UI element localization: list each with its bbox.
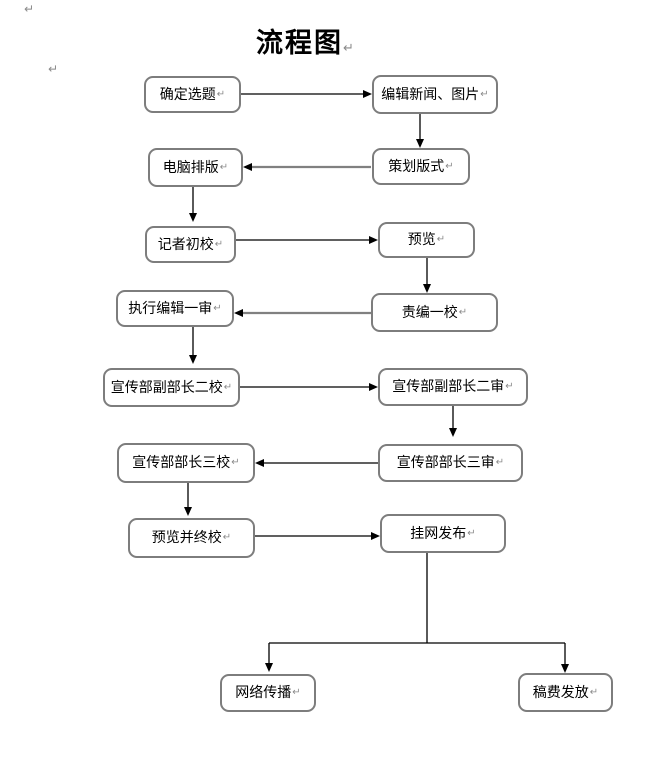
- arrowhead-deputy-proof-to-deputy-review: [369, 383, 378, 391]
- paragraph-mark-icon: ↵: [445, 160, 454, 172]
- flow-node-determine-topic: 确定选题↵: [144, 76, 241, 113]
- flow-node-deputy-director-second-proof: 宣传部副部长二校↵: [103, 368, 240, 407]
- arrowhead-director-review-to-director-proof: [255, 459, 264, 467]
- flow-node-executive-editor-first-review: 执行编辑一审↵: [116, 290, 234, 327]
- flow-node-label: 预览: [407, 232, 436, 248]
- paragraph-mark-icon: ↵: [495, 457, 505, 468]
- arrowhead-edit-to-plan: [416, 139, 424, 148]
- paragraph-mark-icon: ↵: [222, 532, 232, 543]
- paragraph-mark-icon: ↵: [505, 381, 514, 392]
- flow-node-edit-news-images: 编辑新闻、图片↵: [372, 75, 498, 114]
- paragraph-mark-icon: ↵: [292, 687, 301, 698]
- paragraph-mark-icon: ↵: [214, 238, 224, 250]
- flow-node-label: 执行编辑一审: [128, 300, 213, 317]
- paragraph-mark-icon: ↵: [436, 234, 446, 245]
- flow-node-label: 策划版式: [388, 158, 445, 175]
- flow-node-reporter-first-proof: 记者初校↵: [145, 226, 236, 263]
- arrowhead-split-to-network: [265, 663, 273, 672]
- arrowhead-chief-to-executive: [234, 309, 243, 317]
- flow-node-deputy-director-second-review: 宣传部副部长二审↵: [378, 368, 528, 406]
- paragraph-mark-top-left: ↵: [24, 2, 35, 16]
- flow-node-preview-final-proof: 预览并终校↵: [128, 518, 255, 558]
- paragraph-mark-icon: ↵: [343, 41, 354, 56]
- paragraph-mark-icon: ↵: [467, 527, 476, 539]
- arrowhead-determine-to-edit: [363, 90, 372, 98]
- flow-node-label: 确定选题: [159, 86, 216, 103]
- flow-node-plan-layout: 策划版式↵: [372, 148, 470, 185]
- flow-node-computer-typesetting: 电脑排版↵: [148, 148, 243, 187]
- flow-node-label: 网络传播: [235, 685, 292, 701]
- flow-node-chief-editor-first-proof: 责编一校↵: [371, 293, 498, 332]
- flow-node-network-spread: 网络传播↵: [220, 674, 316, 712]
- arrowhead-director-proof-to-final: [184, 507, 192, 516]
- paragraph-mark-icon: ↵: [231, 457, 240, 468]
- arrowhead-typeset-to-reporter: [189, 213, 197, 222]
- paragraph-mark-icon: ↵: [458, 306, 468, 318]
- flow-node-label: 宣传部副部长二审: [392, 379, 505, 395]
- paragraph-mark-icon: ↵: [219, 161, 229, 173]
- flow-node-label: 宣传部部长三校: [132, 455, 231, 471]
- flow-node-label: 编辑新闻、图片: [381, 86, 480, 103]
- flow-node-label: 稿费发放: [532, 684, 589, 701]
- arrowhead-preview-to-chief: [423, 284, 431, 293]
- paragraph-mark-icon: ↵: [223, 381, 233, 393]
- flow-node-director-third-review: 宣传部部长三审↵: [378, 444, 523, 482]
- flow-node-label: 挂网发布: [410, 525, 467, 542]
- flow-node-fee-payment: 稿费发放↵: [518, 673, 613, 712]
- paragraph-mark-icon: ↵: [589, 686, 599, 698]
- flow-node-label: 记者初校: [157, 236, 214, 253]
- flow-node-label: 责编一校: [401, 304, 458, 321]
- arrowhead-deputy-review-to-director-review: [449, 428, 457, 437]
- arrowhead-split-to-fee: [561, 664, 569, 673]
- arrowhead-final-to-publish: [371, 532, 380, 540]
- paragraph-mark-icon: ↵: [216, 88, 226, 100]
- flow-node-director-third-proof: 宣传部部长三校↵: [117, 443, 255, 483]
- arrowhead-reporter-to-preview: [369, 236, 378, 244]
- flow-node-publish-online: 挂网发布↵: [380, 514, 506, 553]
- arrowhead-executive-to-deputy-proof: [189, 355, 197, 364]
- flow-node-label: 预览并终校: [151, 530, 222, 546]
- arrowhead-plan-to-typeset: [243, 163, 252, 171]
- flow-node-label: 宣传部部长三审: [396, 455, 495, 471]
- paragraph-mark-left-upper: ↵: [48, 62, 59, 76]
- flow-node-label: 电脑排版: [162, 159, 219, 176]
- paragraph-mark-icon: ↵: [213, 302, 222, 314]
- page-title: 流程图↵: [256, 21, 354, 60]
- flow-node-label: 宣传部副部长二校: [110, 379, 223, 396]
- paragraph-mark-icon: ↵: [480, 88, 489, 100]
- page-title-text: 流程图: [256, 28, 343, 59]
- flow-node-preview: 预览↵: [378, 222, 475, 258]
